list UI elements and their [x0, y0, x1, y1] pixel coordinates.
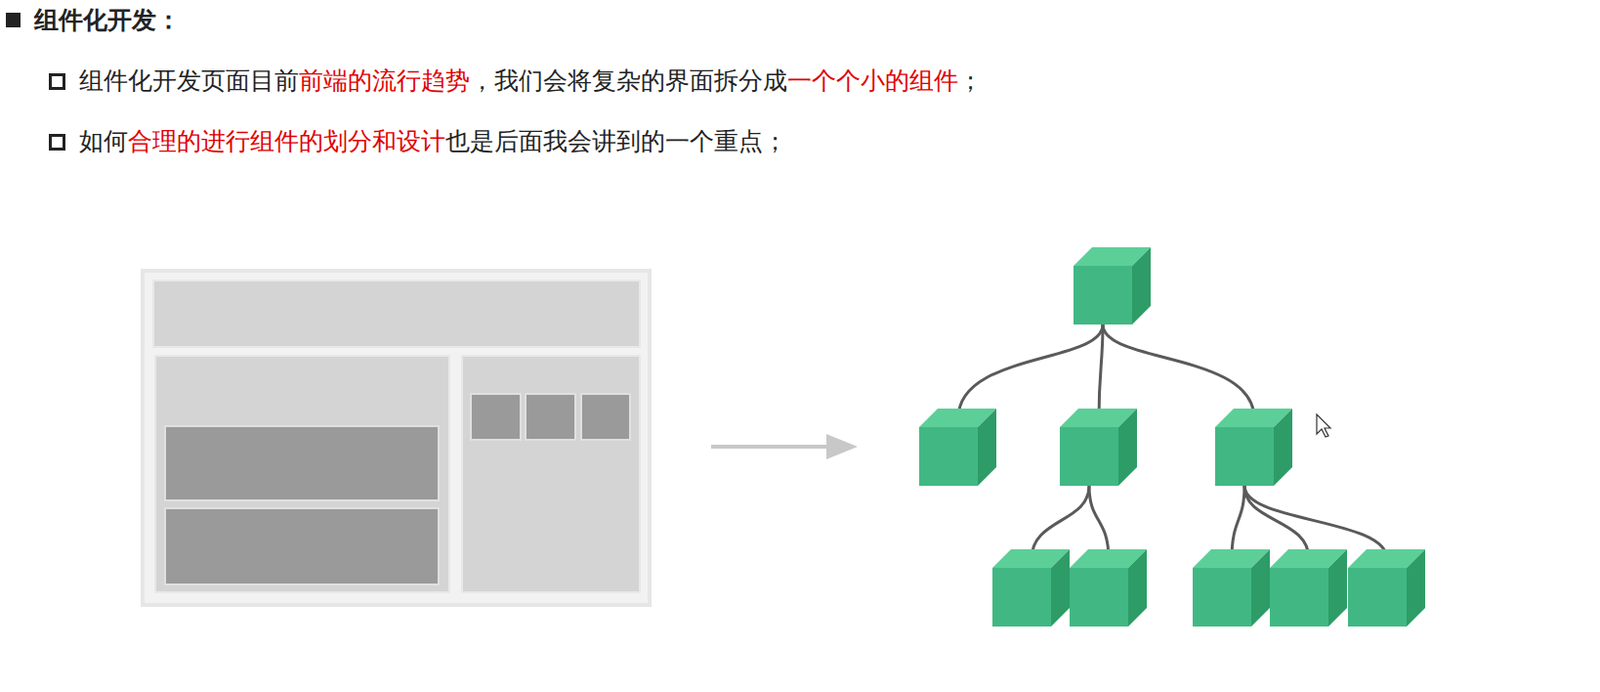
body-text: 如何	[79, 126, 128, 156]
page-wireframe	[142, 270, 650, 605]
component-cubes	[919, 247, 1426, 627]
transform-arrow	[711, 433, 858, 460]
bullet-line: 组件化开发页面目前前端的流行趋势，我们会将复杂的界面拆分成一个个小的组件；	[79, 64, 983, 98]
highlight-text: 前端的流行趋势	[298, 66, 470, 95]
bullet-line: 如何合理的进行组件的划分和设计也是后面我会讲到的一个重点；	[79, 125, 788, 159]
tree-lines	[958, 324, 1388, 559]
body-text: ，我们会将复杂的界面拆分成	[469, 66, 788, 95]
highlight-text: 合理的进行组件的划分和设计	[127, 126, 446, 156]
highlight-text: 一个个小的组件	[787, 66, 959, 95]
list-bullet	[48, 133, 66, 151]
body-text: ；	[958, 66, 983, 95]
body-text: 组件化开发页面目前	[79, 66, 299, 95]
title-bullet	[5, 12, 21, 28]
body-text: 也是后面我会讲到的一个重点；	[445, 126, 788, 156]
list-bullet	[48, 73, 66, 90]
slide-title: 组件化开发：	[34, 3, 181, 38]
mouse-cursor	[1316, 414, 1331, 437]
